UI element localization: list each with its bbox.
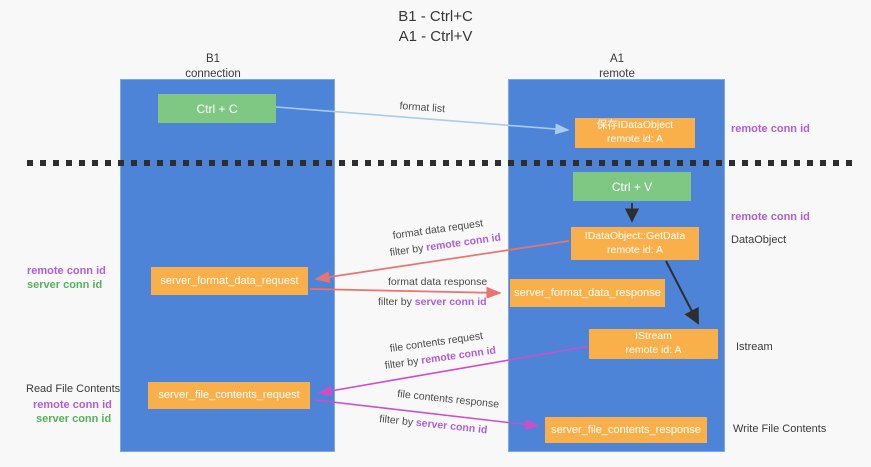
box-server-format-data-response-label: server_format_data_response [514, 286, 661, 299]
box-idataobject-getdata: IDataObject::GetData remote id: A [571, 227, 699, 260]
annotation-remote-conn-id-top: remote conn id [731, 123, 810, 135]
box-ctrl-v: Ctrl + V [573, 172, 691, 201]
filter-by-text: filter by [378, 413, 417, 429]
box-save-idataobject-line2: remote id: A [606, 133, 664, 145]
annotation-write-file-contents: Write File Contents [733, 423, 827, 435]
annotation-read-file-contents: Read File Contents [26, 383, 121, 395]
annotation-left-server-conn-id-2: server conn id [36, 413, 112, 425]
box-server-file-contents-response: server_file_contents_response [545, 417, 707, 443]
annotation-left-remote-conn-id-2: remote conn id [33, 399, 112, 411]
box-server-format-data-request-label: server_format_data_request [160, 274, 299, 287]
box-server-file-contents-request-label: server_file_contents_request [158, 389, 300, 402]
box-istream-line2: remote id: A [625, 344, 682, 356]
filter-by-text: filter by [384, 354, 423, 372]
annotation-dataobject: DataObject [731, 234, 787, 246]
left-column-sub: connection [185, 67, 241, 80]
annotation-left-remote-conn-id-1: remote conn id [27, 265, 106, 277]
box-save-idataobject-line1: 保存IDataObject [596, 119, 674, 132]
label-format-data-response: format data response [388, 276, 488, 288]
box-ctrl-c-label: Ctrl + C [196, 101, 238, 116]
box-ctrl-v-label: Ctrl + V [611, 179, 653, 194]
diagram-title: B1 - Ctrl+C A1 - Ctrl+V [0, 7, 871, 48]
title-line-2: A1 - Ctrl+V [398, 28, 473, 46]
right-column-header: A1 remote [557, 52, 677, 82]
box-save-idataobject: 保存IDataObject remote id: A [575, 118, 695, 148]
box-server-file-contents-request: server_file_contents_request [148, 382, 310, 409]
right-column-sub: remote [599, 67, 635, 80]
title-line-1: B1 - Ctrl+C [398, 8, 473, 25]
box-server-format-data-request: server_format_data_request [151, 267, 308, 295]
annotation-remote-conn-id-mid: remote conn id [731, 211, 810, 223]
box-istream: IStream remote id: A [589, 329, 718, 359]
arrow-format-data-response [309, 286, 502, 299]
box-istream-line1: IStream [635, 330, 672, 343]
filter-by-text: filter by [378, 296, 415, 308]
box-idataobject-getdata-line1: IDataObject::GetData [584, 229, 686, 242]
annotation-left-server-conn-id-1: server conn id [27, 279, 103, 291]
label-format-list: format list [399, 100, 446, 116]
label-file-contents-response: file contents response [396, 388, 500, 411]
left-column-header: B1 connection [153, 52, 273, 82]
server-conn-id-text: server conn id [415, 416, 488, 437]
box-server-file-contents-response-label: server_file_contents_response [551, 423, 701, 436]
annotation-istream: Istream [736, 341, 773, 353]
box-idataobject-getdata-line2: remote id: A [606, 243, 664, 256]
left-column-name: B1 [205, 53, 221, 65]
label-filter-by-server-2: filter by server conn id [379, 413, 488, 436]
label-filter-by-server-1: filter by server conn id [378, 296, 487, 308]
filter-by-text: filter by [389, 241, 428, 259]
right-column-name: A1 [609, 53, 625, 65]
box-ctrl-c: Ctrl + C [158, 94, 276, 123]
server-conn-id-text: server conn id [414, 296, 487, 308]
box-server-format-data-response: server_format_data_response [510, 279, 665, 307]
